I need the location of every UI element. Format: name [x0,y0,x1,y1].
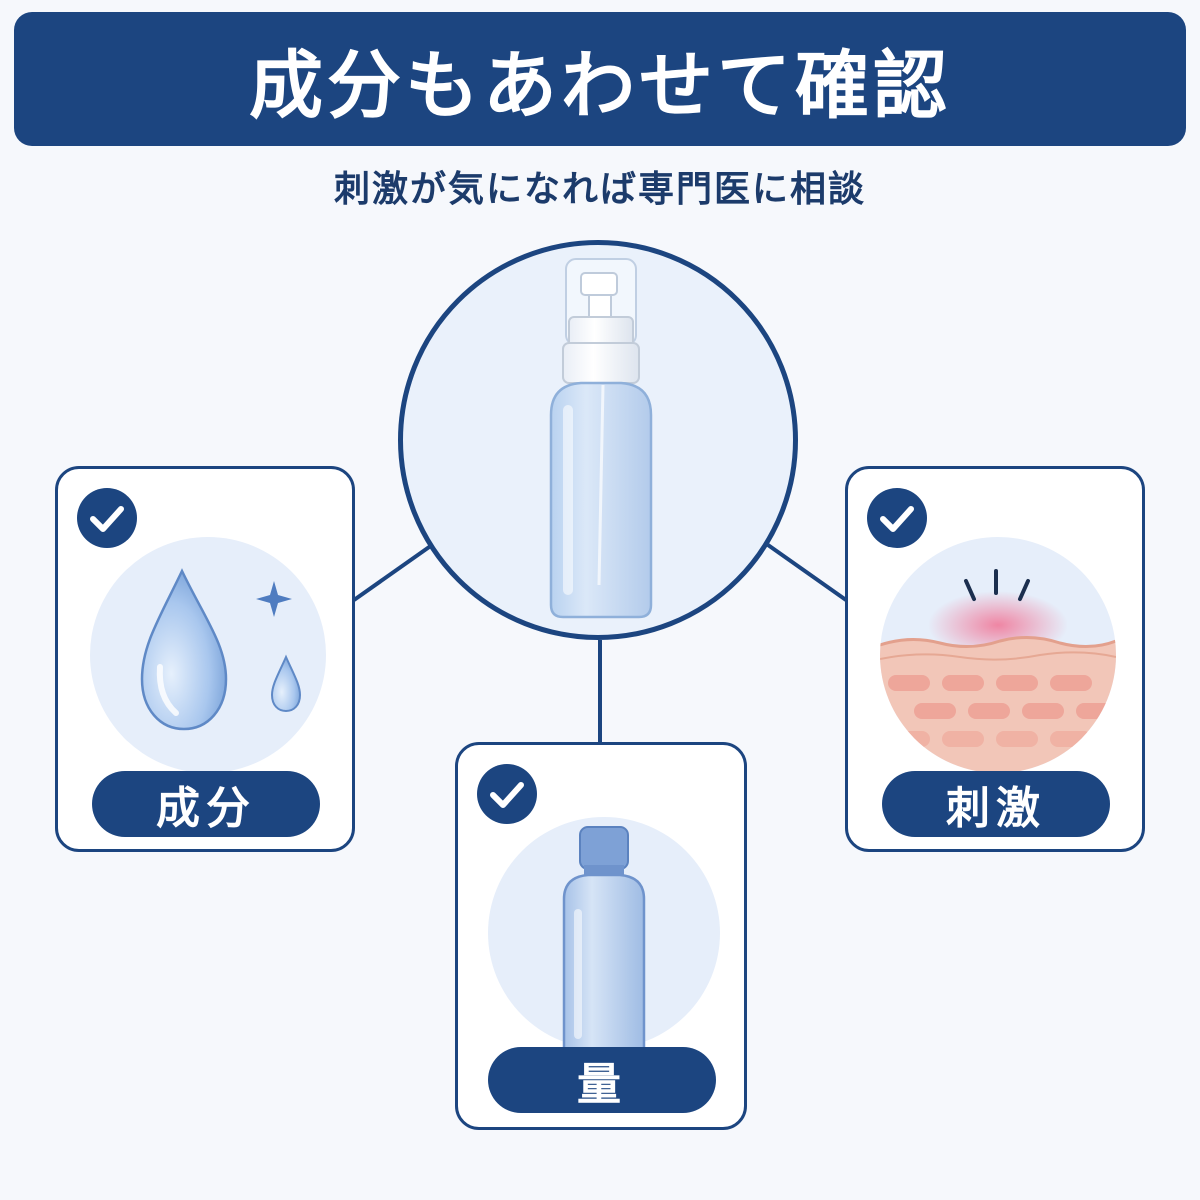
card-irritation: 刺激 [845,466,1145,852]
card-amount: 量 [455,742,747,1130]
label-pill-amount: 量 [488,1047,716,1113]
spray-bottle-icon [549,258,653,619]
card-ingredients: 成分 [55,466,355,852]
checkmark-icon [477,764,537,824]
skin-irritation-icon [880,569,1116,773]
page-title: 成分もあわせて確認 [249,42,951,129]
label-pill-irritation: 刺激 [882,771,1110,837]
label-pill-ingredients: 成分 [92,771,320,837]
bottle-icon [562,826,646,1049]
checkmark-icon [77,488,137,548]
checkmark-icon [867,488,927,548]
connector-right [766,543,848,602]
subtitle: 刺激が気になれば専門医に相談 [333,169,866,210]
connector-left [352,543,434,602]
title-banner: 成分もあわせて確認 [14,12,1186,146]
water-drop-icon [140,568,302,731]
center-spray-circle [398,240,798,640]
